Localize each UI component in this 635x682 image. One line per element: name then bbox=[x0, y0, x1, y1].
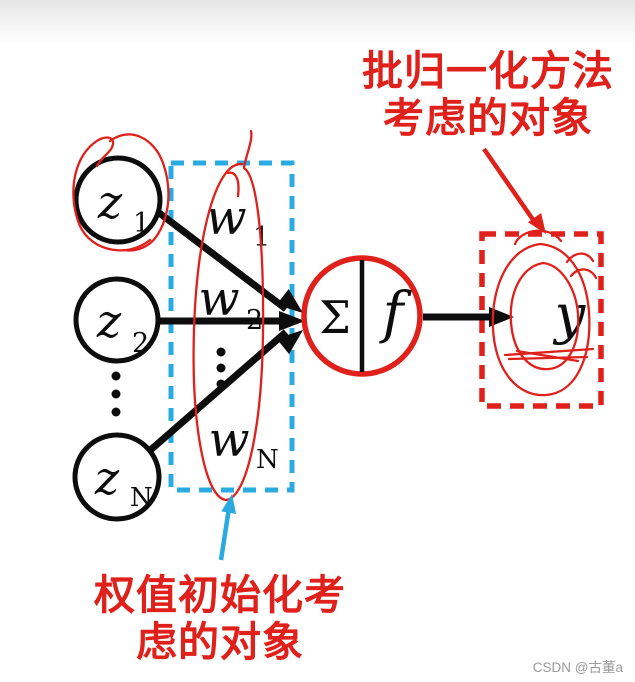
input-node-z1 bbox=[73, 155, 163, 245]
top-gradient-bar bbox=[0, 0, 635, 44]
arrowhead bbox=[221, 494, 237, 515]
weights-ellipsis-dots bbox=[216, 347, 226, 389]
neuron-body: Σ f bbox=[301, 255, 423, 377]
output-label: y bbox=[553, 283, 587, 346]
batch-norm-annotation-line2: 考虑的对象 bbox=[383, 95, 593, 141]
weight-label-w1: w bbox=[205, 190, 246, 246]
input-sub-zN: N bbox=[130, 483, 153, 513]
weight-init-annotation: 权值初始化考 虑的对象 bbox=[84, 572, 356, 666]
input-label-zN: z bbox=[94, 451, 120, 505]
weight-label-wN: w bbox=[208, 412, 249, 468]
weight-init-arrow bbox=[218, 494, 237, 561]
batch-norm-annotation-line1: 批归一化方法 bbox=[362, 48, 614, 94]
input-node-z2 bbox=[73, 276, 161, 364]
arrowhead bbox=[279, 311, 305, 331]
weight-sub-w2: 2 bbox=[246, 305, 263, 336]
weight-sub-wN: N bbox=[256, 445, 279, 475]
arrowhead bbox=[527, 213, 546, 234]
output-arrow bbox=[423, 307, 514, 327]
weight-init-annotation-line1: 权值初始化考 bbox=[94, 572, 346, 618]
input-label-z2: z bbox=[96, 294, 122, 348]
weights-pen-ellipse bbox=[192, 129, 265, 502]
input-node-zN bbox=[72, 432, 162, 522]
csdn-watermark: CSDN @古董a bbox=[532, 660, 623, 675]
z1-pen-scribble bbox=[72, 133, 170, 252]
weights-dashed-box bbox=[168, 160, 295, 493]
arrowhead bbox=[276, 330, 303, 355]
arrowhead bbox=[489, 307, 514, 327]
batch-norm-annotation: 批归一化方法 考虑的对象 bbox=[352, 48, 624, 142]
output-pen-scribble bbox=[491, 229, 598, 397]
weight-init-annotation-line2: 虑的对象 bbox=[136, 619, 304, 665]
input-nodes: z 1 z 2 z N bbox=[72, 155, 163, 522]
input-sub-z1: 1 bbox=[133, 208, 150, 239]
input-sub-z2: 2 bbox=[132, 328, 149, 359]
input-label-z1: z bbox=[97, 175, 123, 229]
neuron-sum-symbol: Σ bbox=[319, 291, 351, 344]
arrowhead bbox=[276, 289, 303, 313]
weight-label-w2: w bbox=[198, 271, 239, 327]
batch-norm-arrow bbox=[482, 147, 546, 234]
weight-labels: w 1 w 2 w N bbox=[198, 190, 278, 475]
input-ellipsis-dots bbox=[111, 371, 121, 417]
